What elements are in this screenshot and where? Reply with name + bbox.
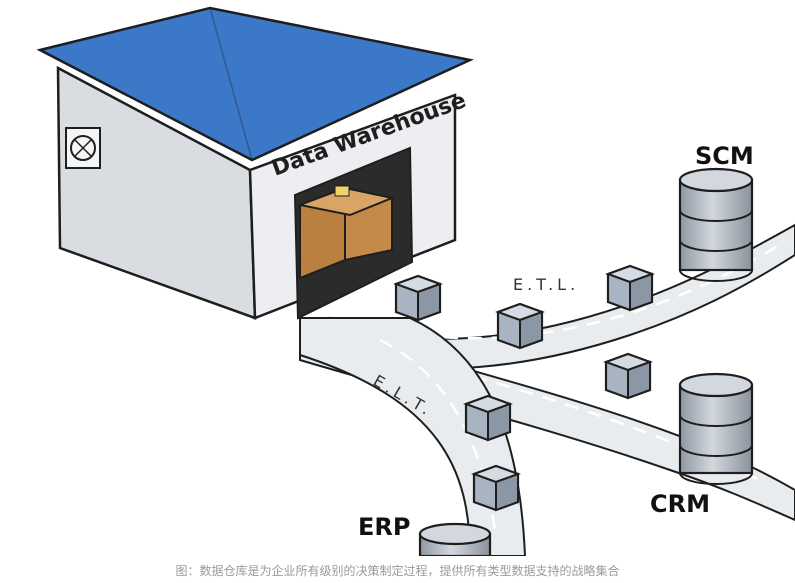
warehouse-roof [36,6,475,162]
database-scm-icon [678,167,754,282]
cardboard-boxes [296,185,396,280]
data-cube [606,264,654,312]
data-cube [394,274,442,322]
data-warehouse-illustration: Data Warehouse E.T.L. E.L.T. SCM CRM ERP [36,6,795,556]
data-cube [472,464,520,512]
data-cube [496,302,544,350]
data-cube [604,352,652,400]
source-label-crm: CRM [650,490,710,518]
database-crm-icon [678,372,754,485]
warehouse-building: Data Warehouse [36,6,475,320]
figure-caption: 图：数据仓库是为企业所有级别的决策制定过程，提供所有类型数据支持的战略集合 [175,564,620,578]
data-cube [464,394,512,442]
etl-label: E.T.L. [513,275,579,294]
ventilation-fan-icon [65,127,101,169]
source-label-erp: ERP [358,513,410,541]
database-erp-icon [418,522,492,556]
source-label-scm: SCM [695,142,754,170]
